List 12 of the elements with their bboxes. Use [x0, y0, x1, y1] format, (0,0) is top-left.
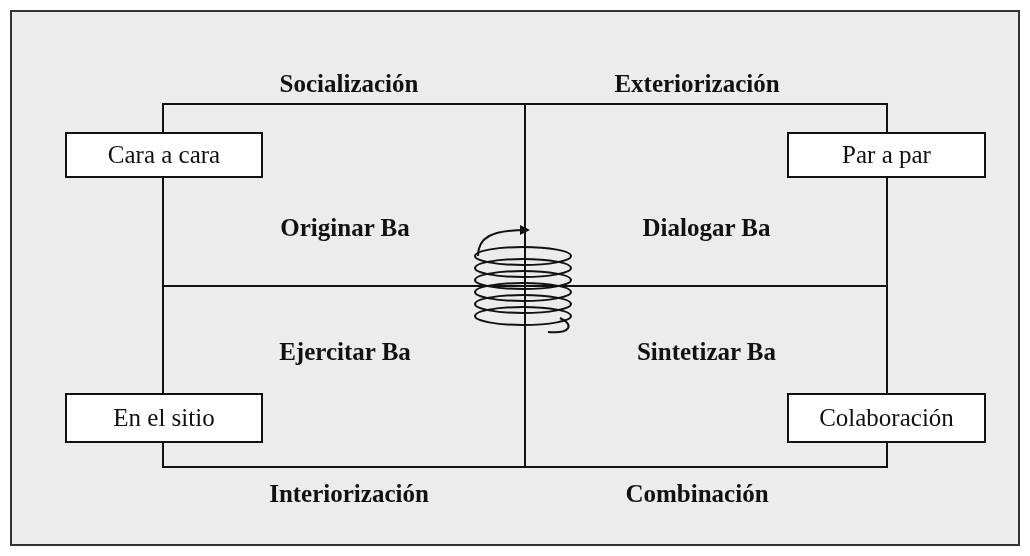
- mode-heading: Combinación: [625, 480, 769, 508]
- quadrant-title: Dialogar Ba: [642, 214, 771, 242]
- context-box: En el sitio: [65, 393, 263, 443]
- context-box: Par a par: [787, 132, 986, 178]
- context-box: Cara a cara: [65, 132, 263, 178]
- quadrant-title: Ejercitar Ba: [279, 338, 411, 366]
- mode-heading: Exteriorización: [614, 70, 780, 98]
- mode-heading: Interiorización: [269, 480, 429, 508]
- mode-heading: Socialización: [279, 70, 419, 98]
- quadrant-title: Sintetizar Ba: [636, 338, 777, 366]
- context-box: Colaboración: [787, 393, 986, 443]
- quadrant-title: Originar Ba: [280, 214, 410, 242]
